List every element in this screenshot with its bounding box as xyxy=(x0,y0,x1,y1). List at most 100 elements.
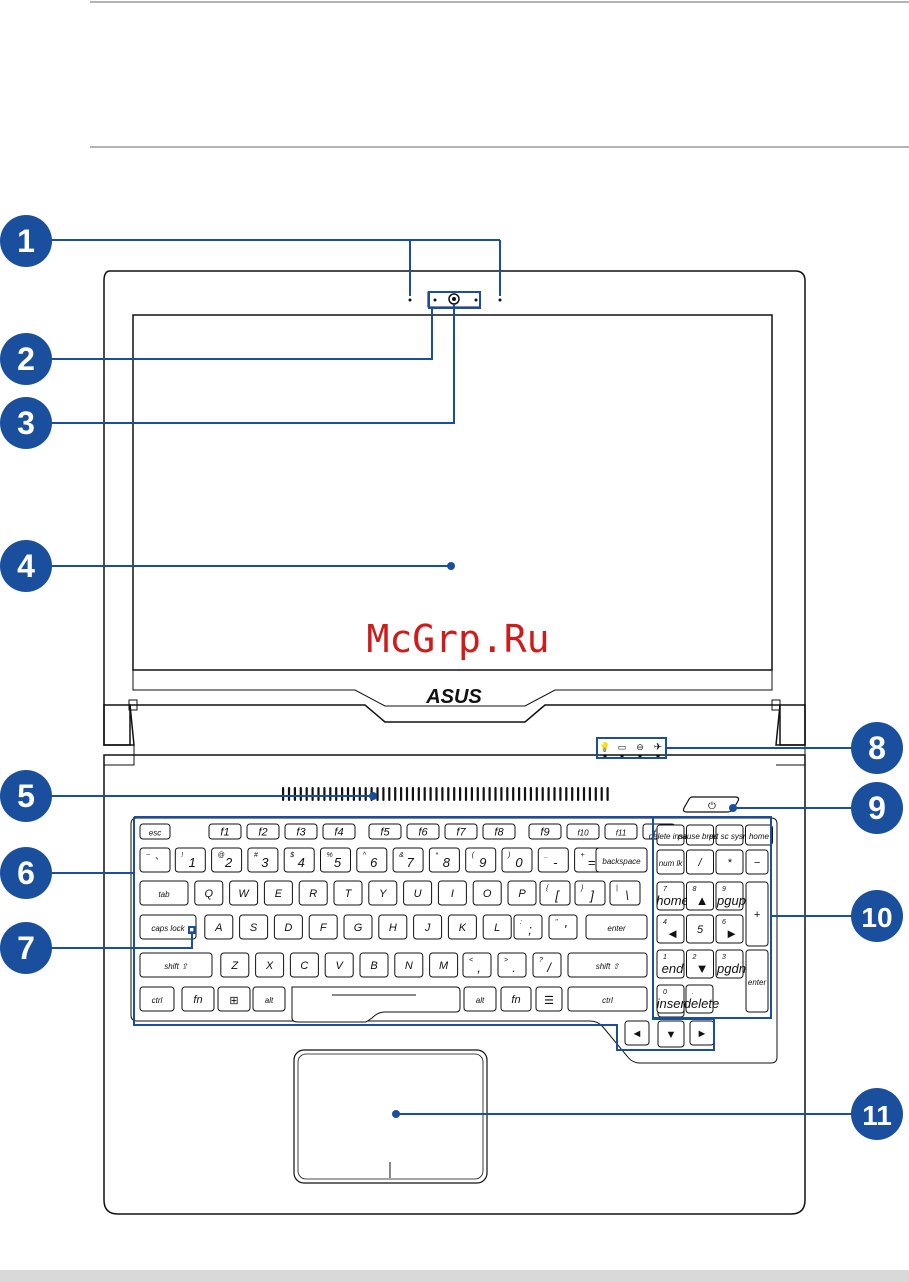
key-bracket: |\ xyxy=(609,880,641,906)
callout-10: 10 xyxy=(851,890,903,942)
grille-slot xyxy=(423,787,426,801)
key-label: P xyxy=(518,888,526,900)
key-label: C xyxy=(300,960,308,972)
callout-6: 6 xyxy=(0,847,52,899)
key-label: ] xyxy=(588,888,594,903)
key-numpad: 2▼ xyxy=(686,949,714,979)
callout-number: 4 xyxy=(17,548,35,584)
key-tab: tab xyxy=(139,880,189,906)
key-label: enter xyxy=(748,978,767,987)
key-label: ▲ xyxy=(696,893,709,908)
key-label: f3 xyxy=(296,827,306,839)
grille-slot xyxy=(293,787,296,801)
callout-3: 3 xyxy=(0,397,52,449)
power-dot xyxy=(729,804,737,812)
key-numpad: 5 xyxy=(686,914,714,944)
key-numpad: * xyxy=(715,849,744,875)
key-label: ▼ xyxy=(666,1029,677,1041)
menu-icon: ☰ xyxy=(544,995,554,1007)
key-label: I xyxy=(451,888,454,900)
drive-indicator-icon: ⊖ xyxy=(636,742,644,752)
key-Y: Y xyxy=(368,880,398,906)
key-label: L xyxy=(494,922,500,934)
grille-slot xyxy=(282,787,285,801)
key-label: ` xyxy=(155,855,159,870)
key-label: backspace xyxy=(602,857,641,866)
key-numpad-enter: enter xyxy=(745,949,769,1013)
key-label: * xyxy=(435,852,438,859)
numpad-highlight xyxy=(652,816,772,1019)
key-label: / xyxy=(546,960,552,975)
callout-number: 1 xyxy=(17,223,35,259)
key-M: M xyxy=(429,952,459,978)
key-ctrl-left: ctrl xyxy=(139,986,175,1012)
key-f5: f5 xyxy=(368,823,402,840)
key-fn-left: fn xyxy=(181,986,215,1012)
key-label: $ xyxy=(289,852,294,859)
key-f11: f11 xyxy=(604,823,638,840)
key-label: V xyxy=(336,960,345,972)
key-label: Y xyxy=(379,888,387,900)
leader-line xyxy=(52,239,501,296)
touchpad xyxy=(293,1049,488,1184)
key-label: f10 xyxy=(577,829,589,838)
key-label: + xyxy=(754,909,761,921)
power-icon: ⏻ xyxy=(708,801,716,812)
key-label: pgup xyxy=(716,893,746,908)
key-label: \ xyxy=(625,888,629,903)
key-label: < xyxy=(469,957,473,964)
key-label: / xyxy=(697,857,702,869)
key-W: W xyxy=(229,880,259,906)
key-label: , xyxy=(477,960,481,975)
key-label: M xyxy=(439,960,449,972)
grille-slot xyxy=(429,787,432,801)
indicator-led xyxy=(656,754,660,758)
grille-slot xyxy=(559,787,562,801)
grille-slot xyxy=(411,787,414,801)
callout-number: 7 xyxy=(17,930,35,966)
key-label: pause break xyxy=(677,832,723,841)
key-label: ► xyxy=(697,1028,708,1040)
key-nav: delete insert xyxy=(649,824,693,846)
leader-line xyxy=(52,304,455,424)
key-backtick: ~` xyxy=(139,847,171,873)
key-nav: home xyxy=(745,824,773,846)
grille-slot xyxy=(287,787,291,801)
key-label: shift ⇧ xyxy=(596,962,620,971)
grille-slot xyxy=(470,787,473,801)
key-2: @2 xyxy=(211,847,243,873)
key-label: f4 xyxy=(334,827,343,839)
grille-slot xyxy=(523,787,527,801)
key-esc: esc xyxy=(139,823,171,840)
key-label: 1 xyxy=(189,855,196,870)
key-label: tab xyxy=(158,890,170,899)
key-label: ► xyxy=(725,926,738,941)
key-alt-right: alt xyxy=(463,986,497,1012)
key-T: T xyxy=(333,880,363,906)
key-bracket: }] xyxy=(574,880,606,906)
windows-icon: ⊞ xyxy=(229,995,238,1007)
key-label: 4 xyxy=(298,855,305,870)
key-label: @ xyxy=(218,852,225,859)
key-label: ▼ xyxy=(696,961,709,976)
key-label: home xyxy=(749,832,770,841)
grille-slot xyxy=(453,787,456,801)
key-label: D xyxy=(284,922,292,934)
callout-circle xyxy=(851,782,903,834)
key-label: U xyxy=(414,888,422,900)
grille-slot xyxy=(299,787,302,801)
grille-slot xyxy=(577,787,580,801)
key-label: E xyxy=(275,888,283,900)
key-J: J xyxy=(413,914,443,940)
key-label: home xyxy=(656,893,689,908)
key-label: } xyxy=(580,885,584,892)
power-indicator-icon: 💡 xyxy=(599,741,610,752)
key-label: end xyxy=(662,961,684,976)
key-label: { xyxy=(546,885,549,892)
indicator-led xyxy=(603,754,607,758)
grille-slot xyxy=(541,787,544,801)
key-label: fn xyxy=(193,994,202,1006)
key-U: U xyxy=(403,880,433,906)
